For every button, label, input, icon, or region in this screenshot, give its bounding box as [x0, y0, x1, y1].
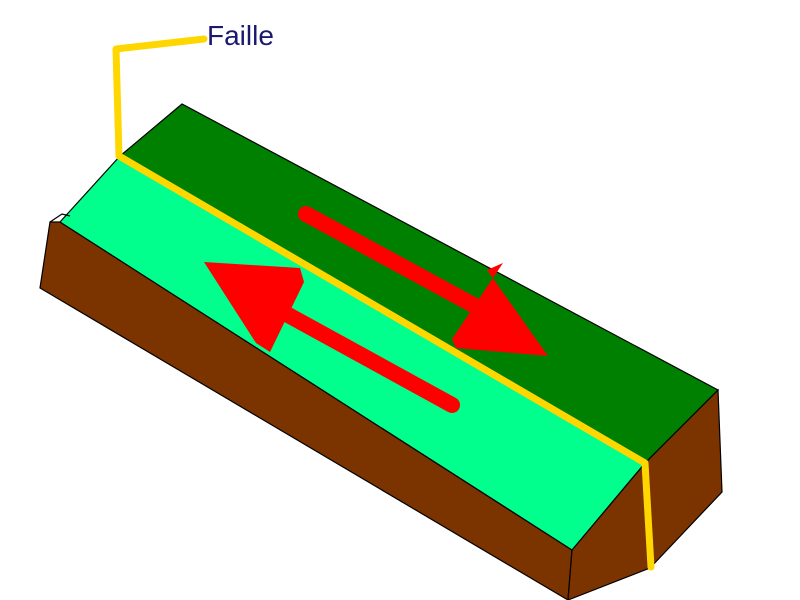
- fault-label: Faille: [207, 20, 274, 51]
- arrow-left-head: [204, 262, 304, 352]
- arrow-right-block: [298, 206, 548, 356]
- fault-line: [112, 35, 655, 571]
- arrow-left-block: [204, 262, 460, 413]
- corner-tick: [49, 213, 71, 223]
- arrow-right-head: [452, 263, 548, 356]
